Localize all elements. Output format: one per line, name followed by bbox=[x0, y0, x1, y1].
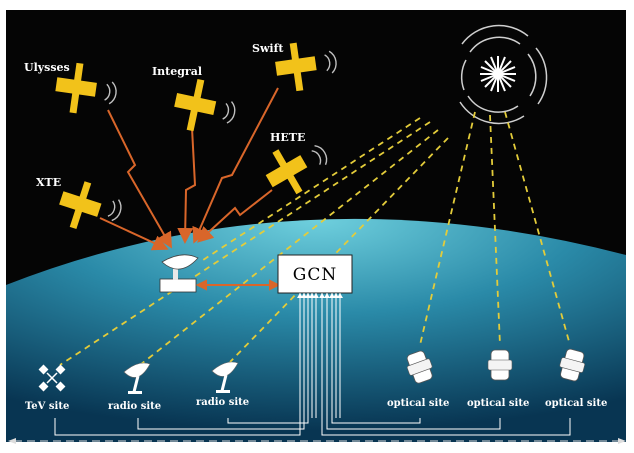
site-label-radio-2: radio site bbox=[196, 397, 249, 408]
burst-signal-lines bbox=[59, 111, 571, 366]
site-label-tev: TeV site bbox=[25, 401, 69, 412]
satellite-hete bbox=[265, 145, 328, 195]
gamma-ray-burst bbox=[459, 24, 548, 125]
satellite-ulysses bbox=[55, 62, 117, 114]
dish-gcn-link bbox=[195, 279, 281, 291]
satellite-label-integral: Integral bbox=[152, 65, 202, 78]
site-label-radio-1: radio site bbox=[108, 401, 161, 412]
satellite-label-hete: HETE bbox=[270, 131, 305, 144]
satellite-downlinks bbox=[99, 87, 279, 251]
optical-site-1-icon bbox=[406, 350, 433, 384]
bottom-arrow-left-head bbox=[8, 438, 16, 444]
bottom-arrow-right-head bbox=[618, 438, 626, 444]
gcn-box: GCN bbox=[277, 254, 353, 294]
satellite-label-ulysses: Ulysses bbox=[24, 61, 70, 74]
radio-site-2-icon bbox=[211, 361, 239, 393]
gcn-distribution-lines bbox=[54, 293, 571, 436]
ground-station-dish bbox=[159, 254, 199, 293]
radio-site-1-icon bbox=[123, 362, 151, 394]
satellite-xte bbox=[59, 181, 122, 230]
satellite-label-swift: Swift bbox=[252, 42, 284, 55]
satellite-swift bbox=[275, 42, 337, 92]
optical-site-2-icon bbox=[487, 349, 513, 381]
gcn-label: GCN bbox=[293, 265, 337, 285]
site-label-optical-2: optical site bbox=[467, 398, 529, 409]
gcn-up-arrows bbox=[297, 293, 343, 298]
site-label-optical-3: optical site bbox=[545, 398, 607, 409]
optical-site-3-icon bbox=[559, 348, 585, 382]
site-label-optical-1: optical site bbox=[387, 398, 449, 409]
satellite-label-xte: XTE bbox=[36, 176, 61, 189]
satellite-integral bbox=[174, 78, 236, 132]
